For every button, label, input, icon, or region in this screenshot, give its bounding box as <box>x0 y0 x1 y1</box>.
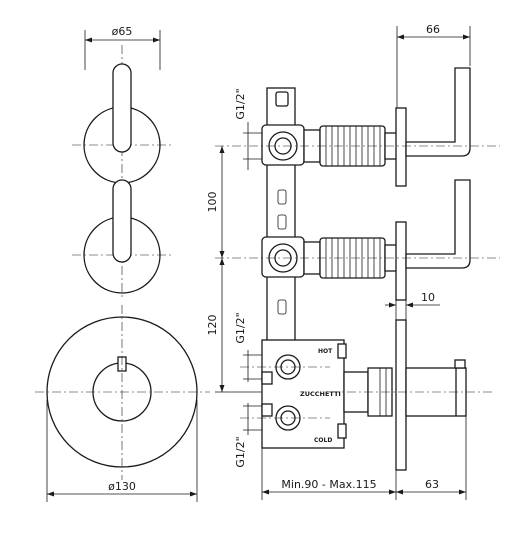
brand-mark: ZUCCHETTI <box>300 390 341 398</box>
front-view-handles: ø65 <box>72 25 172 300</box>
dim-handle-depth: 66 <box>426 23 440 36</box>
label-hot: HOT <box>318 348 333 355</box>
lever-side-lower <box>405 179 471 269</box>
front-view-plate: ø130 <box>35 305 210 502</box>
thermostat-body: HOT COLD ZUCCHETTI <box>261 339 393 449</box>
wall-plate-upper <box>395 107 407 187</box>
lever-side-upper <box>405 67 471 157</box>
wall-plate-lower <box>395 221 407 301</box>
dimensions-side: 66 100 120 G1/2" G1/2" G1/2" 1 <box>206 23 471 500</box>
dim-thread-cold: G1/2" <box>234 436 247 467</box>
label-cold: COLD <box>314 437 332 444</box>
dim-plate-diameter: ø130 <box>108 480 136 493</box>
dim-front-depth: 63 <box>425 478 439 491</box>
wall-plate-thermostat <box>395 319 407 471</box>
valve-upper <box>261 124 398 167</box>
dim-thread-hot: G1/2" <box>234 312 247 343</box>
valve-lower <box>261 236 398 279</box>
dim-plate-thickness: 10 <box>421 291 435 304</box>
mixer-box <box>261 339 345 449</box>
lever-upper <box>112 63 132 153</box>
side-view: HOT COLD ZUCCHETTI <box>215 67 500 471</box>
dim-spacing-lower: 120 <box>206 315 219 336</box>
dim-spacing-upper: 100 <box>206 192 219 213</box>
dim-thread-top: G1/2" <box>234 88 247 119</box>
dim-install-depth: Min.90 - Max.115 <box>281 478 376 491</box>
lever-lower <box>112 179 132 263</box>
dim-handle-diameter: ø65 <box>112 25 133 38</box>
